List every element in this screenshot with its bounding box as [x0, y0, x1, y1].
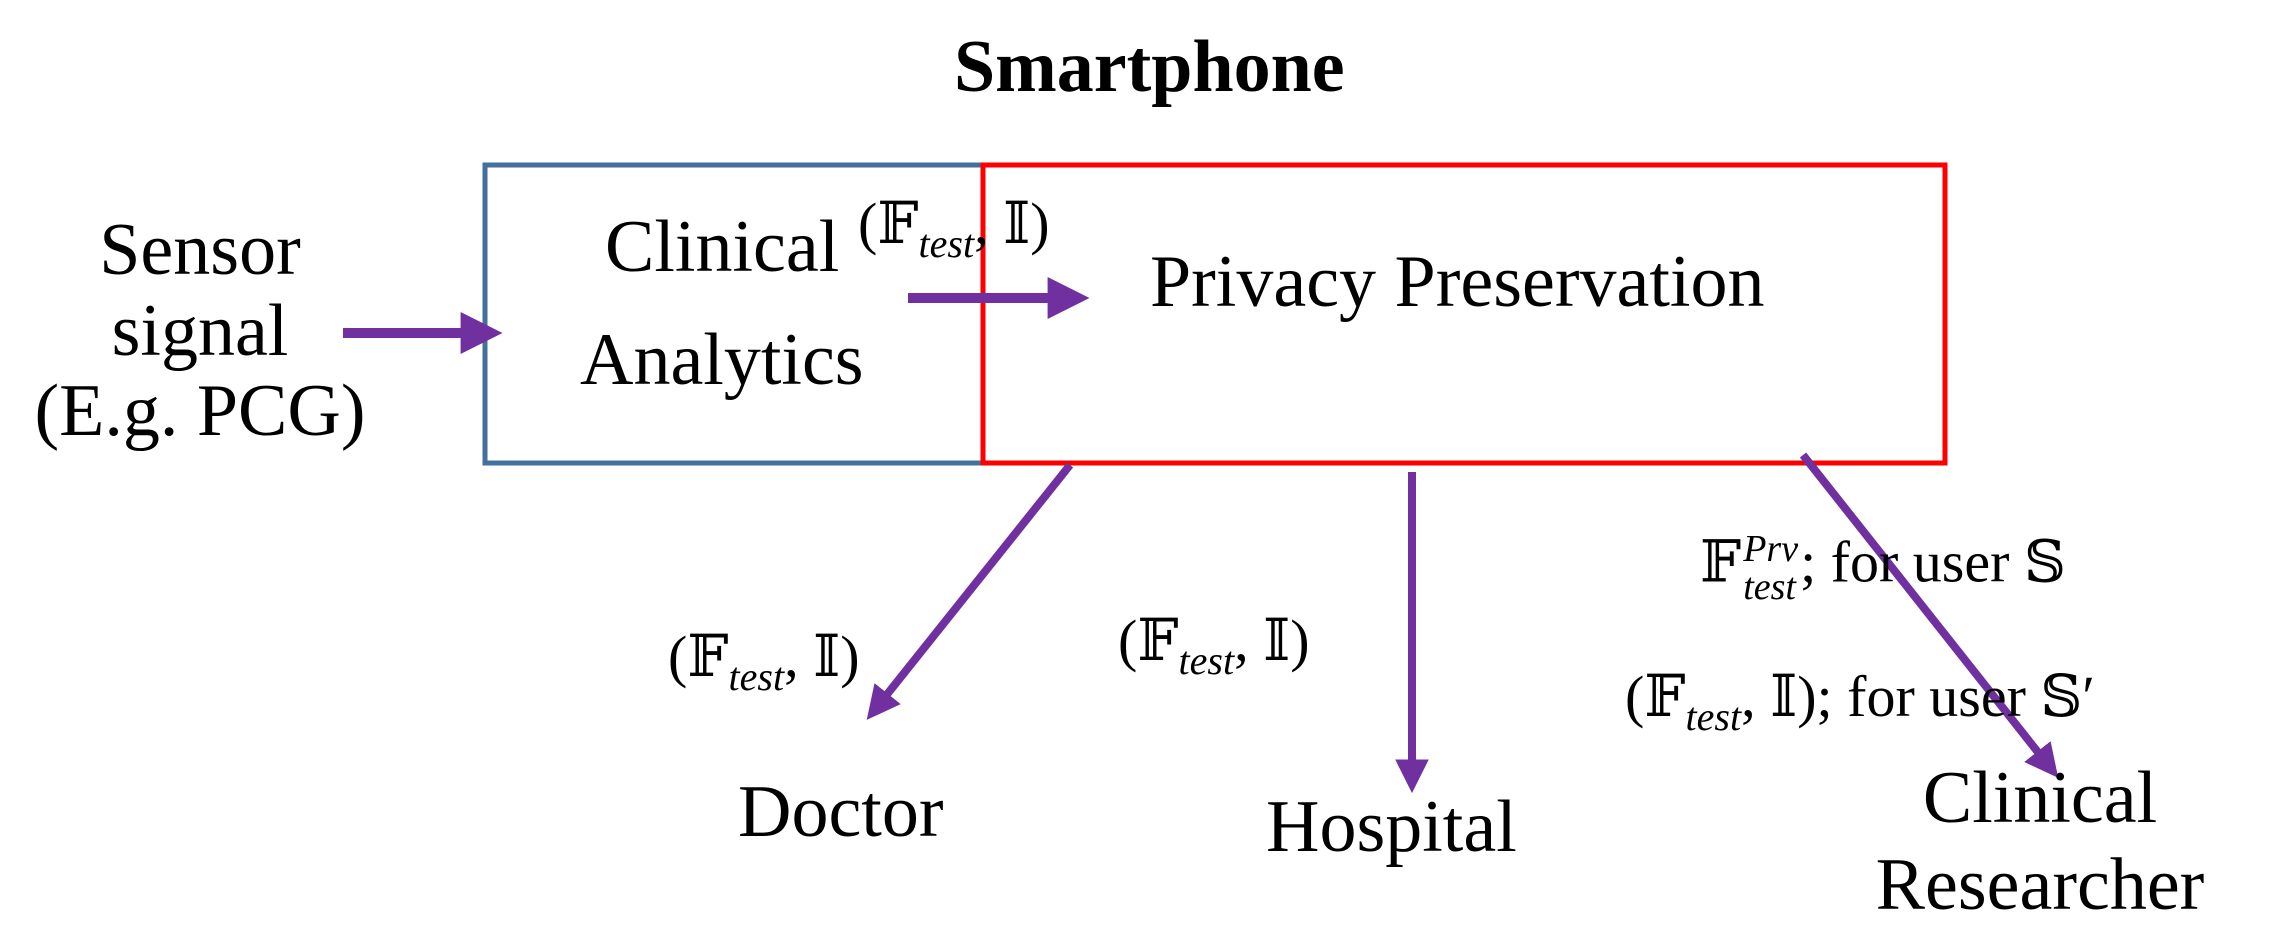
for-user-text: ; for user [1816, 664, 2041, 729]
diagram-title: Smartphone [954, 26, 1345, 108]
researcher-line-1: Clinical [1922, 757, 2158, 839]
edge-label-hospital: (𝔽test, 𝕀) [1118, 608, 1310, 683]
privacy-preservation-box [980, 162, 1948, 466]
subscript-test: test [728, 654, 785, 699]
sensor-line-3: (E.g. PCG) [34, 370, 366, 453]
sensor-signal-node: Sensor signal (E.g. PCG) [10, 210, 390, 452]
edge-label-doctor: (𝔽test, 𝕀) [668, 624, 860, 699]
researcher-line-2: Researcher [1875, 844, 2205, 927]
symbol-i: 𝕀 [813, 624, 841, 689]
clinical-analytics-label-2: Analytics [580, 319, 864, 401]
subscript-test: test [1743, 566, 1796, 608]
symbol-i: 𝕀 [1263, 608, 1291, 673]
symbol-f: 𝔽 [877, 191, 919, 256]
clinical-analytics-label-1: Clinical [605, 206, 840, 288]
edge-label-researcher-full: (𝔽test, 𝕀); for user 𝕊′ [1625, 664, 2095, 739]
privacy-preservation-label: Privacy Preservation [1150, 241, 1765, 323]
symbol-f: 𝔽 [1137, 608, 1179, 673]
superscript-prv: Prv [1743, 528, 1799, 570]
arrow-to-doctor [866, 462, 1074, 720]
for-user-text: ; for user [1800, 529, 2024, 595]
doctor-label: Doctor [738, 771, 944, 853]
symbol-f: 𝔽 [687, 624, 729, 689]
symbol-f: 𝔽 [1700, 529, 1742, 595]
subscript-test: test [1685, 694, 1742, 739]
sensor-line-1: Sensor [99, 209, 301, 291]
symbol-i: 𝕀 [1003, 191, 1031, 256]
clinical-researcher-node: Clinical Researcher [1830, 755, 2250, 930]
symbol-s: 𝕊 [2040, 664, 2083, 729]
subscript-test: test [1178, 638, 1235, 683]
edge-label-analytics-privacy: (𝔽test, 𝕀) [858, 191, 1050, 266]
sensor-line-2: signal [111, 289, 289, 372]
arrow-to-researcher [1799, 452, 2059, 778]
symbol-s: 𝕊 [2023, 529, 2066, 595]
prime-mark: ′ [2082, 664, 2095, 729]
symbol-i: 𝕀 [1770, 664, 1798, 729]
hospital-label: Hospital [1266, 786, 1517, 868]
symbol-f: 𝔽 [1644, 664, 1686, 729]
subscript-test: test [918, 221, 975, 266]
